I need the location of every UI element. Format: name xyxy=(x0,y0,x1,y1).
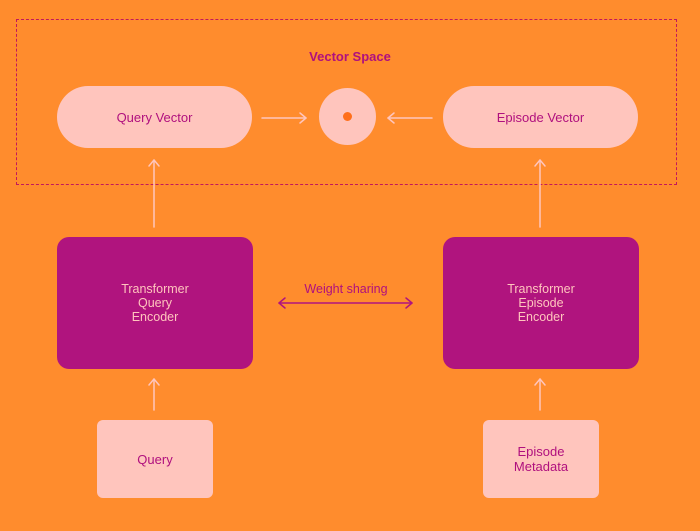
query-vector-node: Query Vector xyxy=(57,86,252,148)
episode-encoder-line-3: Encoder xyxy=(517,310,565,324)
query-encoder-line-1: Transformer xyxy=(121,282,189,296)
query-encoder-line-2: Query xyxy=(137,296,173,310)
arrow-metadata-to-encoder xyxy=(534,378,546,411)
episode-encoder-node: Transformer Episode Encoder xyxy=(443,237,639,369)
vector-space-region xyxy=(16,19,677,185)
episode-encoder-line-2: Episode xyxy=(518,296,564,310)
episode-metadata-node: Episode Metadata xyxy=(483,420,599,498)
weight-sharing-label: Weight sharing xyxy=(304,282,388,296)
arrow-query-input-to-encoder xyxy=(148,378,160,411)
arrow-query-encoder-to-vector xyxy=(148,159,160,228)
weight-sharing-arrow xyxy=(278,297,413,309)
arrow-episode-encoder-to-vector xyxy=(534,159,546,228)
dot-product-icon xyxy=(343,112,352,121)
episode-metadata-line-2: Metadata xyxy=(513,459,569,474)
query-input-label: Query xyxy=(137,451,173,467)
query-encoder-line-3: Encoder xyxy=(131,310,179,324)
vector-space-title: Vector Space xyxy=(309,49,391,64)
episode-metadata-line-1: Episode xyxy=(517,444,565,459)
episode-vector-node: Episode Vector xyxy=(443,86,638,148)
arrow-query-to-dot xyxy=(261,112,307,124)
arrow-episode-to-dot xyxy=(387,112,433,124)
query-vector-label: Query Vector xyxy=(116,109,193,125)
episode-vector-label: Episode Vector xyxy=(496,109,585,125)
query-input-node: Query xyxy=(97,420,213,498)
dot-product-node xyxy=(319,88,376,145)
episode-encoder-line-1: Transformer xyxy=(507,282,575,296)
query-encoder-node: Transformer Query Encoder xyxy=(57,237,253,369)
